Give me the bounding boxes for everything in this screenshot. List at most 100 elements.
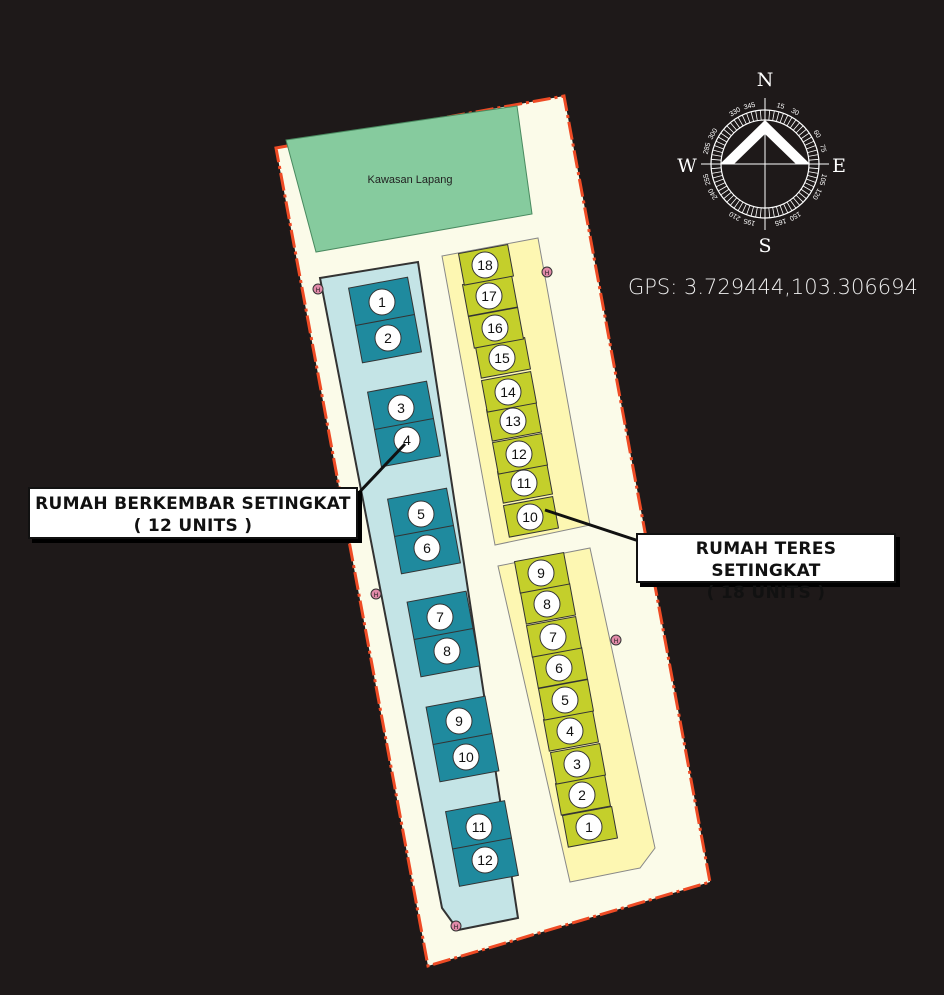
unit-marker [481, 314, 509, 342]
compass-degree-label: 300 [708, 127, 720, 141]
unit-marker [545, 654, 573, 682]
hydrant-label: H [614, 639, 618, 645]
unit-marker [465, 813, 493, 841]
hydrant-label: H [545, 271, 549, 277]
unit-marker [556, 717, 584, 745]
party-wall [394, 525, 454, 537]
compass-degree-label: 150 [788, 210, 802, 222]
unit-marker [510, 469, 538, 497]
terrace-callout-count: ( 18 UNITS ) [706, 583, 826, 603]
compass-tick [798, 191, 807, 200]
semi-d-unit-number: 4 [403, 432, 411, 448]
compass-tick [733, 199, 741, 209]
terrace-unit-number: 18 [477, 257, 493, 273]
compass-tick [718, 136, 728, 143]
compass-tick [768, 110, 771, 121]
compass-tick [729, 122, 738, 131]
semi-d-unit-number: 9 [455, 713, 463, 729]
compass-degree-label: 30 [790, 107, 800, 117]
terrace-unit-number: 2 [578, 787, 586, 803]
hydrant-icon [541, 266, 553, 278]
compass-tick [750, 111, 754, 122]
compass-tick [808, 154, 819, 157]
compass-tick [750, 206, 754, 217]
compass-tick [737, 201, 744, 211]
unit-marker [516, 503, 544, 531]
compass-tick [759, 207, 762, 218]
unit-marker [393, 426, 421, 454]
compass-tick [720, 188, 730, 196]
compass-tick [741, 203, 747, 214]
compass-tick [715, 140, 726, 146]
compass-tick [776, 111, 780, 122]
compass-degree-label: 120 [811, 187, 823, 201]
compass-tick [786, 201, 793, 211]
unit-marker [471, 251, 499, 279]
semi-d-unit-number: 5 [417, 506, 425, 522]
compass-tick [789, 119, 797, 129]
terrace-unit-number: 10 [522, 509, 538, 525]
compass-tick [783, 203, 789, 214]
compass-degree-label: 15 [776, 102, 785, 111]
terrace-unit-number: 14 [500, 384, 516, 400]
unit-marker [539, 623, 567, 651]
compass-cardinal-label: W [677, 155, 697, 177]
terrace-callout-title: RUMAH TERES SETINGKAT [695, 539, 837, 581]
compass-tick [802, 136, 812, 143]
terrace-unit-number: 12 [511, 446, 527, 462]
party-wall [452, 837, 512, 850]
compass-cardinal-label: N [757, 69, 774, 91]
unit-marker [387, 394, 415, 422]
unit-marker [368, 288, 396, 316]
compass-tick [786, 117, 793, 127]
compass-cardinal-label: S [758, 235, 771, 257]
terrace-unit-number: 7 [549, 629, 557, 645]
compass-tick [755, 207, 758, 218]
unit-marker [533, 590, 561, 618]
unit-marker [413, 534, 441, 562]
compass-tick [772, 110, 775, 121]
compass-tick [800, 188, 810, 196]
terrace-callout: RUMAH TERES SETINGKAT ( 18 UNITS ) [636, 533, 896, 603]
north-arrow-icon [720, 120, 810, 164]
compass-tick [746, 113, 751, 123]
compass-tick [714, 178, 724, 183]
semi-d-unit-number: 1 [378, 294, 386, 310]
gps-coordinates: GPS: 3.729444,103.306694 [628, 275, 918, 299]
compass-tick [806, 178, 816, 183]
compass-tick [755, 110, 758, 121]
terrace-unit-number: 5 [561, 692, 569, 708]
hydrant-icon [312, 283, 324, 295]
compass-tick [802, 185, 812, 192]
compass-tick [795, 194, 804, 203]
compass-tick [737, 117, 744, 127]
compass-tick [804, 182, 815, 188]
compass-tick [804, 140, 815, 146]
unit-marker [563, 750, 591, 778]
semi-d-callout: RUMAH BERKEMBAR SETINGKAT ( 12 UNITS ) [28, 487, 358, 539]
compass-degree-label: 75 [818, 144, 827, 153]
unit-marker [551, 686, 579, 714]
compass-tick [807, 175, 818, 179]
semi-d-unit-number: 2 [384, 330, 392, 346]
open-space-label: Kawasan Lapang [367, 174, 452, 186]
compass-tick [779, 113, 784, 123]
terrace-unit-number: 11 [517, 475, 532, 491]
compass-tick [712, 175, 723, 179]
terrace-unit-number: 17 [481, 288, 497, 304]
terrace-unit-number: 3 [573, 756, 581, 772]
compass-tick [741, 114, 747, 125]
compass-tick [715, 182, 726, 188]
compass-tick [792, 197, 801, 206]
unit-marker [568, 781, 596, 809]
compass-tick [723, 128, 732, 137]
unit-marker [471, 846, 499, 874]
compass-degree-label: 240 [707, 187, 719, 201]
terrace-unit-number: 9 [537, 565, 545, 581]
hydrant-icon [370, 588, 382, 600]
semi-d-unit-number: 6 [423, 540, 431, 556]
compass-tick [726, 125, 735, 134]
hydrant-icon [450, 920, 462, 932]
compass-tick [714, 145, 724, 150]
terrace-unit-number: 13 [505, 413, 521, 429]
